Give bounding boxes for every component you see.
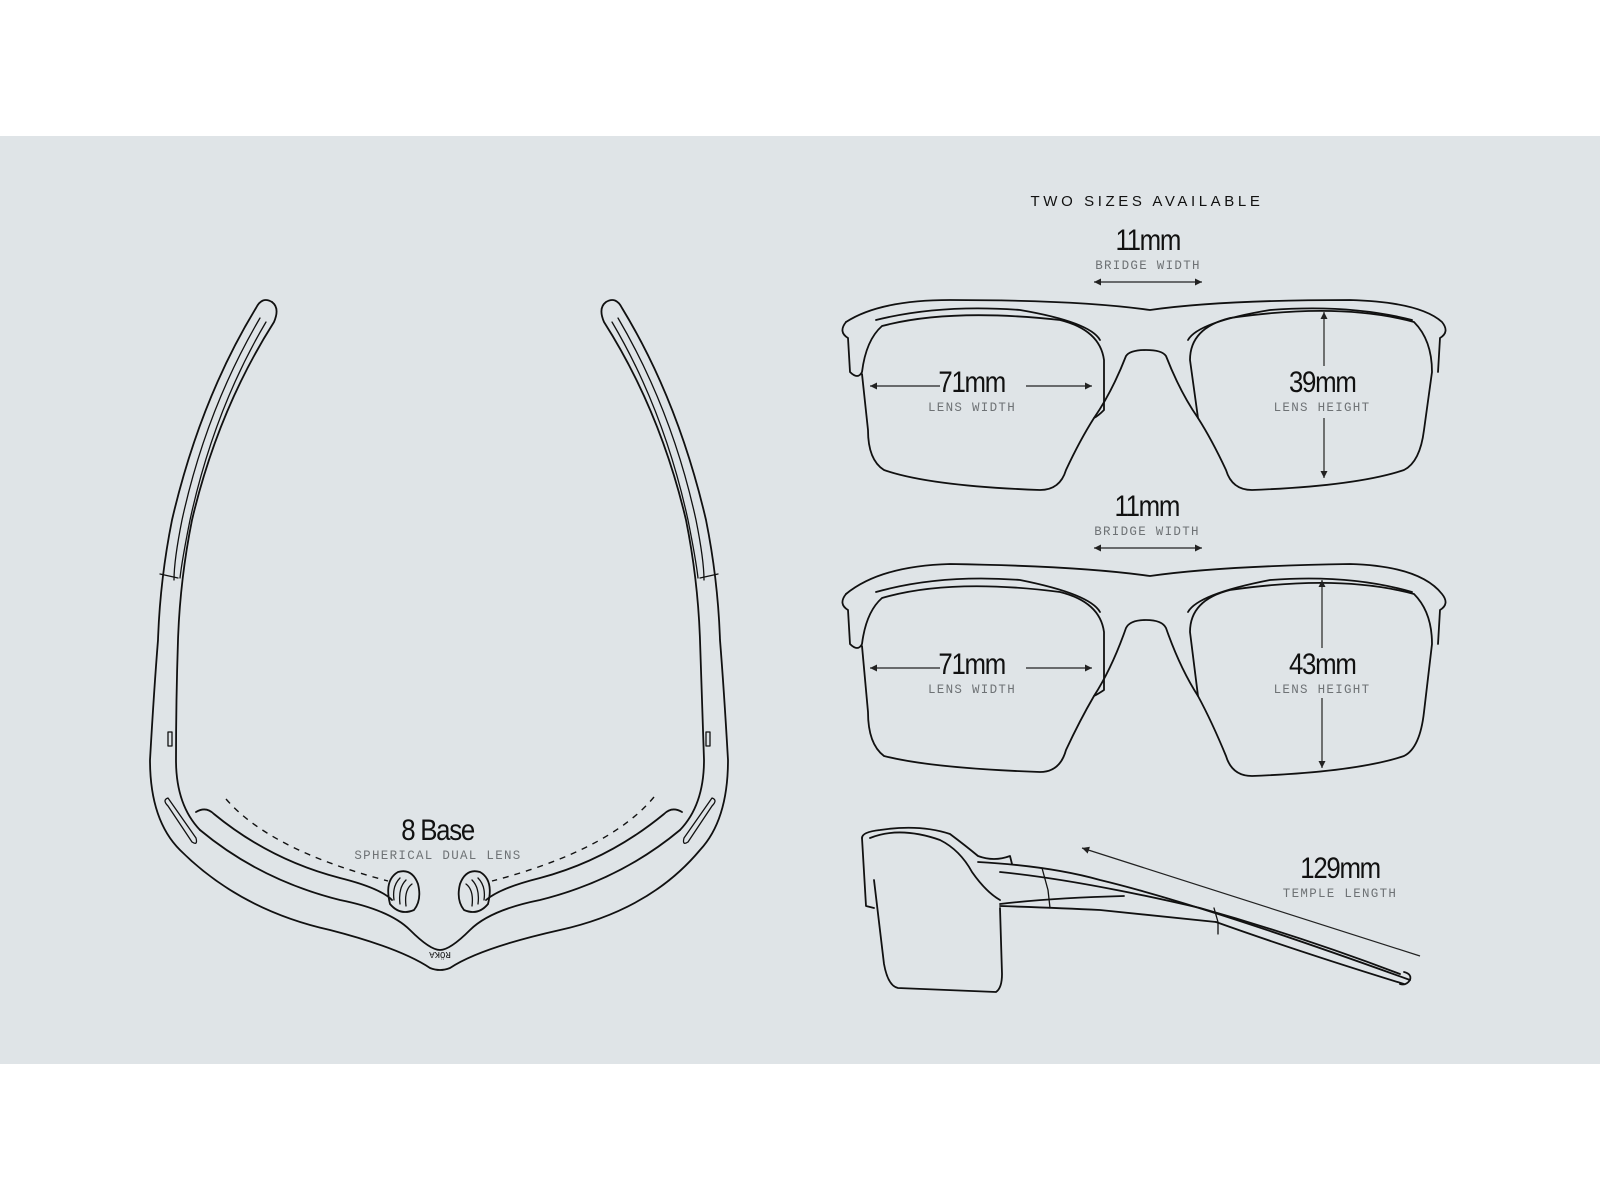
front-view-large-illustration xyxy=(841,544,1447,777)
base-curve-label: 8 Base SPHERICAL DUAL LENS xyxy=(354,816,521,864)
lens-height-caption: LENS HEIGHT xyxy=(1273,401,1371,415)
lens-height-caption: LENS HEIGHT xyxy=(1273,683,1371,697)
temple-length-label: 129mm TEMPLE LENGTH xyxy=(1283,854,1397,902)
bridge-width-caption: BRIDGE WIDTH xyxy=(1095,259,1201,273)
base-curve-value: 8 Base xyxy=(401,814,476,847)
lens-height-value: 43mm xyxy=(1288,648,1357,681)
temple-length-caption: TEMPLE LENGTH xyxy=(1282,887,1398,901)
lens-width-caption: LENS WIDTH xyxy=(927,401,1017,415)
lens-height-small: 39mm LENS HEIGHT xyxy=(1274,368,1371,416)
bridge-width-value: 11mm xyxy=(1115,224,1182,257)
side-view-illustration xyxy=(861,826,1421,993)
two-sizes-heading: TWO SIZES AVAILABLE xyxy=(1030,193,1264,210)
lens-width-small: 71mm LENS WIDTH xyxy=(928,368,1016,416)
base-curve-caption: SPHERICAL DUAL LENS xyxy=(354,849,522,863)
lens-width-value: 71mm xyxy=(938,366,1007,399)
lens-height-value: 39mm xyxy=(1288,366,1357,399)
bridge-width-value: 11mm xyxy=(1114,490,1181,523)
lens-height-large: 43mm LENS HEIGHT xyxy=(1274,650,1371,698)
temple-length-value: 129mm xyxy=(1300,852,1381,885)
front-view-small-illustration xyxy=(841,278,1447,491)
bridge-width-small: 11mm BRIDGE WIDTH xyxy=(1095,226,1201,274)
lens-width-value: 71mm xyxy=(938,648,1007,681)
bridge-width-caption: BRIDGE WIDTH xyxy=(1094,525,1200,539)
bridge-width-large: 11mm BRIDGE WIDTH xyxy=(1094,492,1200,540)
brand-mark: RÖKA xyxy=(429,949,451,960)
lens-width-caption: LENS WIDTH xyxy=(927,683,1017,697)
top-view-illustration xyxy=(149,299,729,971)
lens-width-large: 71mm LENS WIDTH xyxy=(928,650,1016,698)
